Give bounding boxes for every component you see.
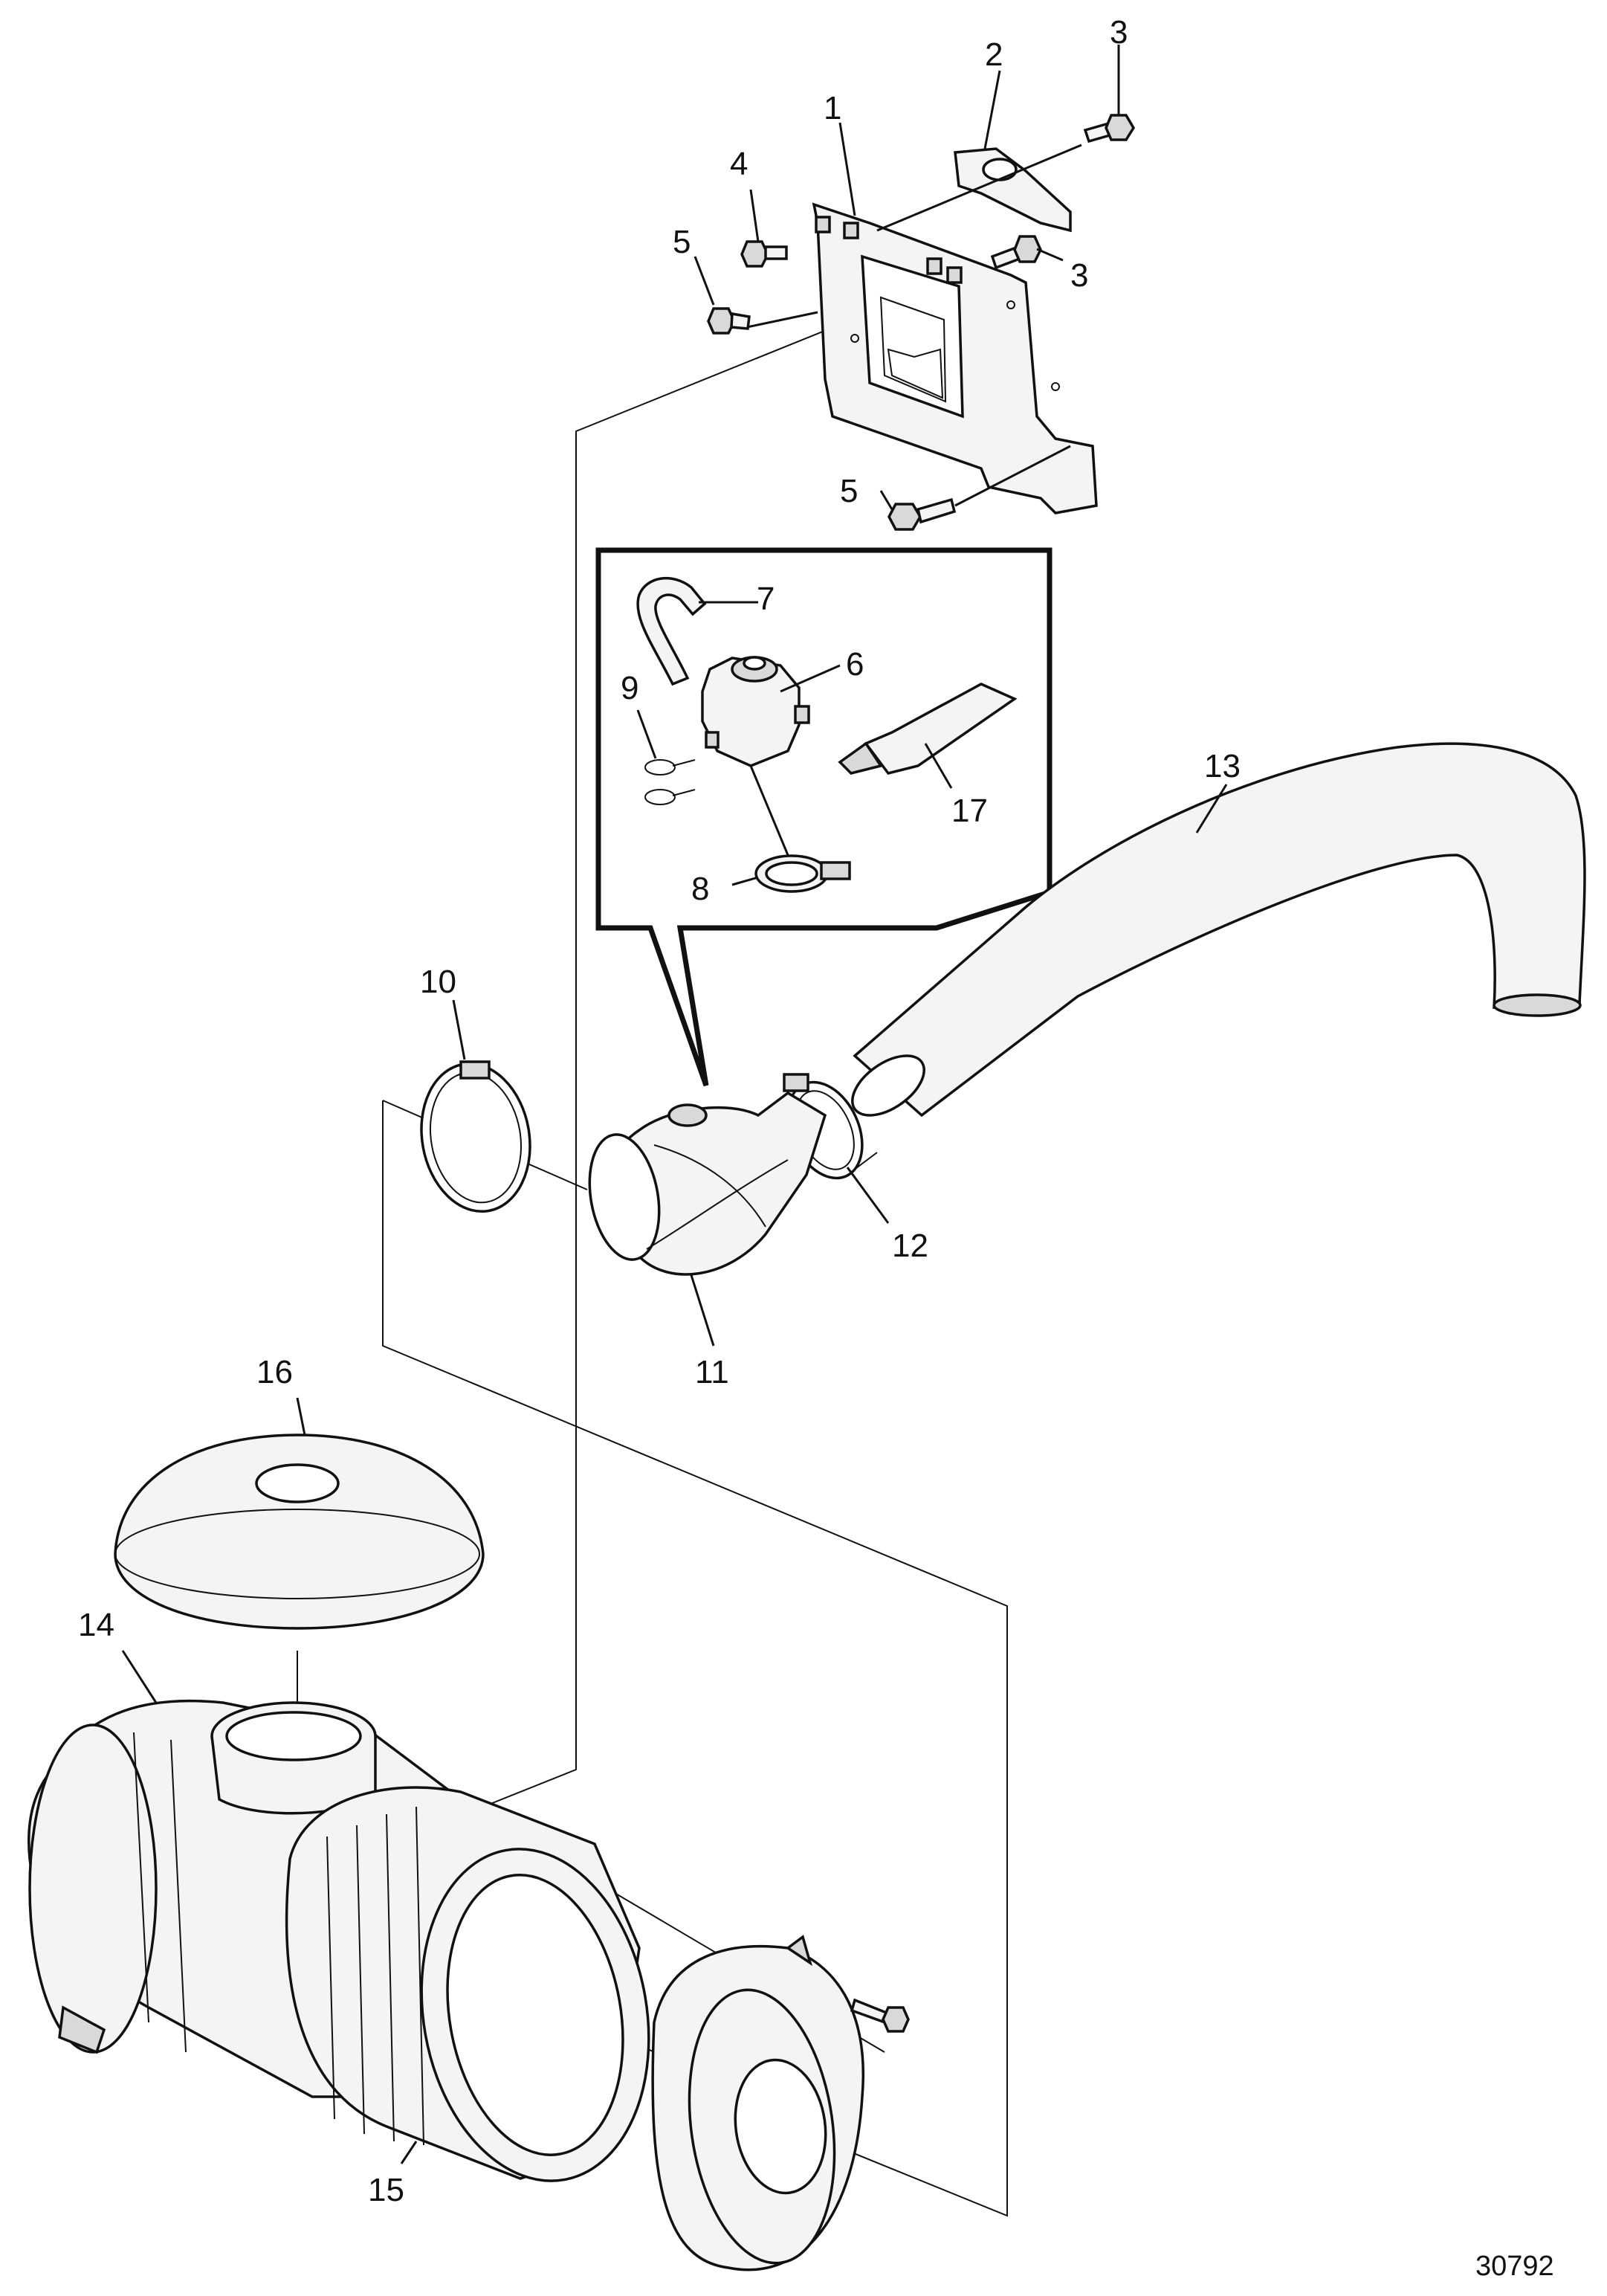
callout-3-top: 3 xyxy=(1110,14,1128,51)
clamp-10 xyxy=(420,1060,531,1213)
callout-7: 7 xyxy=(757,581,775,617)
callout-5-upper: 5 xyxy=(673,224,691,260)
callout-labels: 1 2 3 3 4 5 5 6 7 8 9 10 11 12 13 14 15 … xyxy=(78,14,1554,2282)
cover-16 xyxy=(114,1434,485,1630)
elbow-11 xyxy=(588,1091,827,1276)
end-cap xyxy=(651,1935,864,2271)
callout-11: 11 xyxy=(695,1354,729,1390)
bolt-3-middle xyxy=(990,235,1042,270)
callout-12: 12 xyxy=(892,1228,928,1264)
bolt-5-upper xyxy=(707,307,751,335)
callout-6: 6 xyxy=(846,646,864,683)
callout-14: 14 xyxy=(78,1607,114,1643)
callout-13: 13 xyxy=(1204,748,1241,784)
callout-1: 1 xyxy=(824,90,841,126)
bolt-3-top xyxy=(1083,114,1136,144)
hose-7 xyxy=(636,576,707,686)
callout-10: 10 xyxy=(420,964,456,1000)
bolt-4 xyxy=(740,240,788,268)
screw xyxy=(850,1998,910,2033)
callout-4: 4 xyxy=(730,146,748,182)
mounting-plate xyxy=(954,147,1072,233)
clips-9 xyxy=(644,759,696,805)
callout-2: 2 xyxy=(985,36,1003,73)
figure-number: 30792 xyxy=(1475,2251,1554,2282)
callout-5-lower: 5 xyxy=(840,473,858,509)
callout-8: 8 xyxy=(691,871,709,907)
hose-clamp-8 xyxy=(754,854,851,893)
sensor-6 xyxy=(701,656,810,767)
callout-16: 16 xyxy=(256,1354,293,1390)
intake-pipe-13 xyxy=(851,742,1586,1118)
leader-lines xyxy=(121,45,1228,2164)
bracket-plate xyxy=(812,202,1098,515)
callout-9: 9 xyxy=(621,670,638,706)
callout-3-middle: 3 xyxy=(1070,257,1088,294)
bolt-5-lower xyxy=(887,497,957,531)
sealant-tube-17 xyxy=(838,683,1018,775)
callout-17: 17 xyxy=(951,793,988,829)
filter-element-15 xyxy=(285,1786,650,2182)
callout-15: 15 xyxy=(368,2172,404,2208)
